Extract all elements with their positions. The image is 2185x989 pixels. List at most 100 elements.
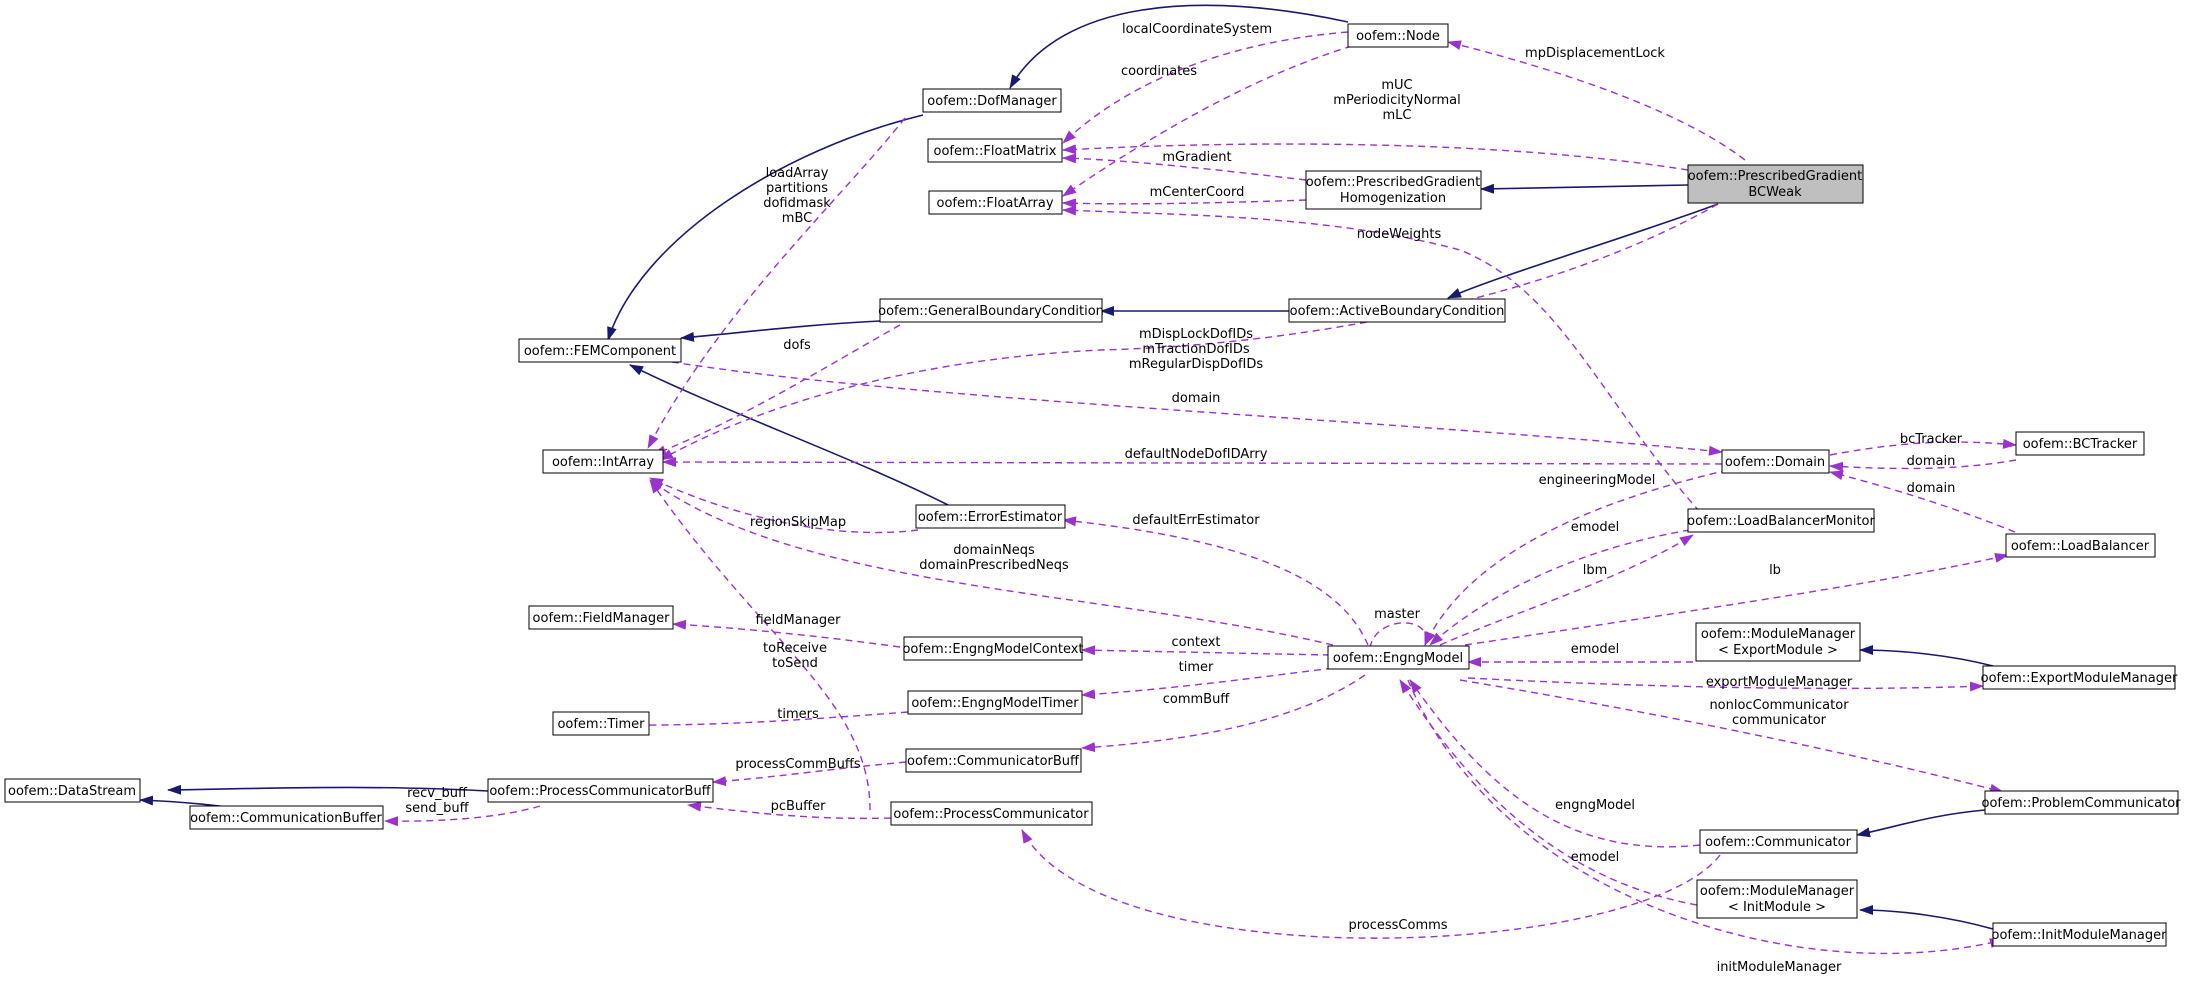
edge-exportmm-to-mmexport xyxy=(1859,645,1994,667)
edge-node-lcs xyxy=(1062,31,1349,144)
label-process-comm-buffs: processCommBuffs xyxy=(735,757,860,772)
class-node-dofmanager[interactable]: oofem::DofManager xyxy=(922,88,1062,113)
label-master: master xyxy=(1374,607,1420,622)
class-node-domain[interactable]: oofem::Domain xyxy=(1721,449,1830,474)
class-node-intarray[interactable]: oofem::IntArray xyxy=(542,449,664,474)
node-label-weak-line1: oofem::PrescribedGradient xyxy=(1688,169,1863,184)
label-process-comms: processComms xyxy=(1348,918,1447,933)
edge-labels: localCoordinateSystem coordinates mpDisp… xyxy=(405,22,1962,975)
class-node-loadbalancer[interactable]: oofem::LoadBalancer xyxy=(2005,533,2156,558)
label-field-manager: fieldManager xyxy=(755,613,841,628)
label-send-buff: send_buff xyxy=(405,801,469,816)
class-node-fieldmanager[interactable]: oofem::FieldManager xyxy=(528,605,674,630)
edge-generalbc-to-femcomponent xyxy=(680,320,881,342)
node-label-femcomponent: oofem::FEMComponent xyxy=(524,344,676,359)
class-node-lbmonitor[interactable]: oofem::LoadBalancerMonitor xyxy=(1687,508,1876,533)
class-node-floatarray[interactable]: oofem::FloatArray xyxy=(928,190,1063,215)
edge-engngmodel-timer xyxy=(1081,667,1334,700)
edge-engngmodel-problemcomm xyxy=(1459,679,2004,794)
node-label-floatmatrix: oofem::FloatMatrix xyxy=(934,144,1057,159)
node-label-processcommbuff: oofem::ProcessCommunicatorBuff xyxy=(489,784,711,799)
node-label-lbmonitor: oofem::LoadBalancerMonitor xyxy=(1687,514,1875,529)
class-node-engngmodeltimer[interactable]: oofem::EngngModelTimer xyxy=(907,690,1083,715)
edge-bctracker-domain xyxy=(1829,459,2017,472)
node-label-fieldmanager: oofem::FieldManager xyxy=(533,611,671,626)
node-label-communicationbuffer: oofem::CommunicationBuffer xyxy=(190,811,382,826)
class-node-processcommunicator[interactable]: oofem::ProcessCommunicator xyxy=(890,801,1093,826)
usage-edges xyxy=(384,31,2017,955)
class-node-activebc[interactable]: oofem::ActiveBoundaryCondition xyxy=(1288,298,1506,323)
class-node-prescribed-bcweak[interactable]: oofem::PrescribedGradient BCWeak xyxy=(1687,164,1864,204)
edge-engngmodel-errorestimator xyxy=(1062,516,1369,646)
class-nodes: oofem::Node oofem::DofManager oofem::Flo… xyxy=(4,23,2181,947)
node-label-floatarray: oofem::FloatArray xyxy=(936,196,1053,211)
label-engineering-model: engineeringModel xyxy=(1539,473,1656,488)
edge-engngmodel-initmm xyxy=(1407,679,2004,955)
class-node-errorestimator[interactable]: oofem::ErrorEstimator xyxy=(915,504,1066,529)
label-bc-tracker: bcTracker xyxy=(1900,432,1963,447)
label-lb: lb xyxy=(1769,563,1781,578)
label-m-gradient: mGradient xyxy=(1162,150,1231,165)
class-node-femcomponent[interactable]: oofem::FEMComponent xyxy=(518,338,682,363)
label-m-periodicity-normal: mPeriodicityNormal xyxy=(1333,93,1460,108)
class-node-problemcommunicator[interactable]: oofem::ProblemCommunicator xyxy=(1981,790,2181,815)
label-m-disp-lock-dof-ids: mDispLockDofIDs xyxy=(1139,327,1253,342)
class-node-communicatorbuff[interactable]: oofem::CommunicatorBuff xyxy=(905,748,1082,773)
edge-weak-to-activebc xyxy=(1447,203,1719,299)
node-label-mminit-line2: < InitModule > xyxy=(1728,900,1826,915)
class-node-datastream[interactable]: oofem::DataStream xyxy=(4,778,141,803)
edge-context-fieldmanager xyxy=(672,619,901,648)
node-label-exportmodulemanager: oofem::ExportModuleManager xyxy=(1981,671,2178,686)
label-domain-neqs: domainNeqs xyxy=(953,543,1035,558)
class-node-processcommbuff[interactable]: oofem::ProcessCommunicatorBuff xyxy=(487,778,714,803)
class-node-timer[interactable]: oofem::Timer xyxy=(552,711,650,736)
edge-engngmodel-commbuff xyxy=(1081,674,1366,753)
edge-node-coordinates xyxy=(1062,45,1353,197)
label-m-regular-disp-dof-ids: mRegularDispDofIDs xyxy=(1129,357,1264,372)
label-coordinates: coordinates xyxy=(1121,64,1197,79)
class-node-communicationbuffer[interactable]: oofem::CommunicationBuffer xyxy=(189,805,384,830)
label-default-node-dof-id-arry: defaultNodeDofIDArry xyxy=(1125,447,1268,462)
node-label-mmexport-line2: < ExportModule > xyxy=(1718,643,1838,658)
label-timers: timers xyxy=(777,707,819,722)
edge-engngmodel-exportmm xyxy=(1467,677,1984,692)
class-node-floatmatrix[interactable]: oofem::FloatMatrix xyxy=(927,138,1063,163)
class-node-engngmodelcontext[interactable]: oofem::EngngModelContext xyxy=(902,636,1084,661)
label-m-lc: mLC xyxy=(1383,108,1412,123)
edge-weak-to-homog xyxy=(1480,183,1689,194)
class-node-generalbc[interactable]: oofem::GeneralBoundaryCondition xyxy=(878,298,1104,323)
label-communicator: communicator xyxy=(1732,713,1827,728)
label-emodel-lbm: emodel xyxy=(1571,520,1619,535)
class-node-communicator[interactable]: oofem::Communicator xyxy=(1699,829,1858,854)
label-recv-buff: recv_buff xyxy=(407,786,468,801)
class-node-exportmodulemanager[interactable]: oofem::ExportModuleManager xyxy=(1981,665,2178,690)
edge-dofmanager-to-femcomponent xyxy=(607,114,924,341)
edge-weak-node xyxy=(1447,40,1746,161)
class-node-engngmodel[interactable]: oofem::EngngModel xyxy=(1327,645,1470,670)
label-region-skip-map: regionSkipMap xyxy=(750,515,846,530)
edge-processcomm-intarray xyxy=(649,479,871,811)
edge-engngmodel-loadbalancer xyxy=(1464,553,2009,646)
class-node-modulemanager-init[interactable]: oofem::ModuleManager < InitModule > xyxy=(1696,879,1858,919)
label-emodel-init: emodel xyxy=(1571,850,1619,865)
edge-node-to-dofmanager xyxy=(1009,4,1349,89)
class-node-initmodulemanager[interactable]: oofem::InitModuleManager xyxy=(1992,922,2168,947)
class-node-bctracker[interactable]: oofem::BCTracker xyxy=(2015,431,2145,456)
label-m-uc: mUC xyxy=(1381,78,1412,93)
label-timer: timer xyxy=(1179,660,1214,675)
node-label-dofmanager: oofem::DofManager xyxy=(927,94,1057,109)
node-label-timer: oofem::Timer xyxy=(557,717,645,732)
node-label-generalbc: oofem::GeneralBoundaryCondition xyxy=(878,304,1104,319)
class-node-prescribed-homogenization[interactable]: oofem::PrescribedGradient Homogenization xyxy=(1305,170,1482,210)
node-label-mmexport-line1: oofem::ModuleManager xyxy=(1701,627,1856,642)
edge-enginetimer-timer xyxy=(616,711,909,731)
class-node-modulemanager-export[interactable]: oofem::ModuleManager < ExportModule > xyxy=(1695,622,1861,662)
label-default-err-estimator: defaultErrEstimator xyxy=(1132,513,1260,528)
label-init-module-manager: initModuleManager xyxy=(1717,960,1842,975)
label-nonloc-communicator: nonlocCommunicator xyxy=(1709,698,1849,713)
node-label-weak-line2: BCWeak xyxy=(1748,185,1802,200)
edge-lb-domain xyxy=(1829,470,2016,533)
node-label-datastream: oofem::DataStream xyxy=(8,784,136,799)
class-node-node[interactable]: oofem::Node xyxy=(1347,23,1449,48)
edge-homog-floatmatrix xyxy=(1062,153,1307,181)
